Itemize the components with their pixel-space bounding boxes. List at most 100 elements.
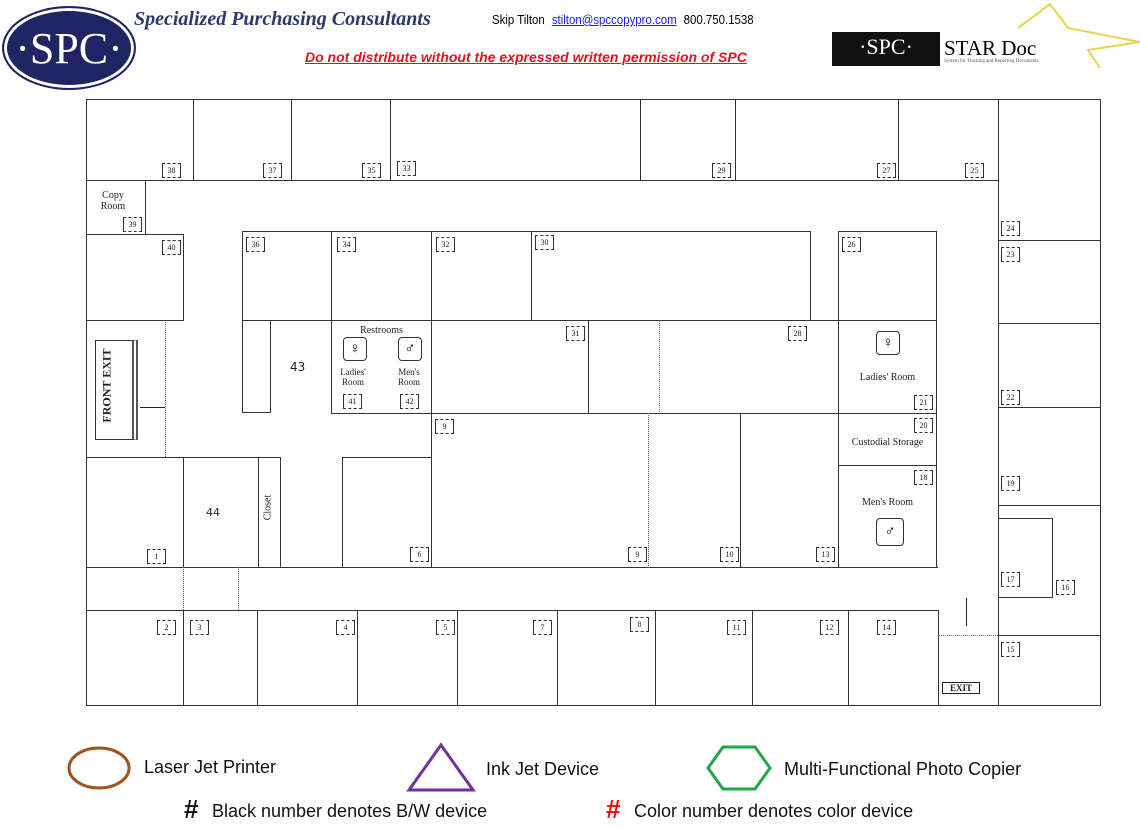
room-number: 26 xyxy=(842,237,861,252)
room-number: 25 xyxy=(965,163,984,178)
distribution-warning: Do not distribute without the expressed … xyxy=(305,49,747,65)
star-doc-title: STAR Doc xyxy=(944,36,1037,60)
room-number: 8 xyxy=(630,617,649,632)
room-number: 7 xyxy=(533,620,552,635)
custodial-storage-label: Custodial Storage xyxy=(851,437,924,448)
legend-color-note: Color number denotes color device xyxy=(634,801,914,821)
storage-narrow xyxy=(242,320,271,413)
logo-text: ·SPC· xyxy=(15,23,123,73)
room-number: 28 xyxy=(788,326,807,341)
ladies-room-label: Ladies' Room xyxy=(859,372,916,383)
mens-room xyxy=(838,465,937,568)
room-27 xyxy=(735,99,899,181)
room-number: 2 xyxy=(157,620,176,635)
company-name: Specialized Purchasing Consultants xyxy=(134,8,431,30)
inkjet-triangle-icon xyxy=(406,742,476,792)
legend-bw-note: Black number denotes B/W device xyxy=(212,801,488,821)
room-14 xyxy=(848,610,939,706)
legend-inkjet: Ink Jet Device xyxy=(486,759,600,779)
room-number: 40 xyxy=(162,240,181,255)
email-link[interactable]: stilton@spccopypro.com xyxy=(551,12,677,27)
room-30 xyxy=(531,231,811,321)
closet-label: Closet xyxy=(262,494,274,521)
room-number: 34 xyxy=(337,237,356,252)
floor-plan: 38 37 35 33 29 27 25 24 23 22 19 17 16 1… xyxy=(86,99,1101,706)
legend: Laser Jet Printer Ink Jet Device Multi-F… xyxy=(0,740,1140,828)
divider xyxy=(938,635,998,636)
room-number: 17 xyxy=(1001,572,1020,587)
divider xyxy=(183,567,184,610)
phone: 800.750.1538 xyxy=(683,12,754,27)
room-13 xyxy=(740,413,839,568)
bw-symbol: # xyxy=(184,794,199,824)
room-number: 42 xyxy=(400,394,419,409)
room-number: 33 xyxy=(397,161,416,176)
divider xyxy=(165,322,166,457)
star-outline-icon xyxy=(1017,2,1140,68)
star-logo-mark: ·SPC· xyxy=(832,32,940,66)
room-number: 29 xyxy=(712,163,731,178)
room-number: 18 xyxy=(914,470,933,485)
divider xyxy=(648,413,649,568)
room-number: 9 xyxy=(435,419,454,434)
corridor xyxy=(86,567,938,611)
room-number: 37 xyxy=(263,163,282,178)
woman-icon: ♀ xyxy=(343,337,367,361)
room-number: 27 xyxy=(877,163,896,178)
room-number: 23 xyxy=(1001,247,1020,262)
copy-room-label: Copy Room xyxy=(100,190,126,212)
room-17 xyxy=(998,518,1053,598)
man-icon: ♂ xyxy=(876,518,904,546)
room-number: 35 xyxy=(362,163,381,178)
room-24 xyxy=(998,99,1101,241)
laser-printer-ellipse-icon xyxy=(67,746,131,790)
room-number: 32 xyxy=(436,237,455,252)
room-number: 12 xyxy=(820,620,839,635)
room-number: 16 xyxy=(1056,580,1075,595)
room-number: 10 xyxy=(720,547,739,562)
room-number: 21 xyxy=(914,395,933,410)
room-19 xyxy=(998,407,1101,506)
room-number: 13 xyxy=(816,547,835,562)
room-33 xyxy=(390,99,641,181)
legend-mfp: Multi-Functional Photo Copier xyxy=(784,759,1022,779)
room-9 xyxy=(431,413,741,568)
room-number: 14 xyxy=(877,620,896,635)
mens-room-label: Men's Room xyxy=(397,367,420,387)
room-number: 36 xyxy=(246,237,265,252)
room-number: 24 xyxy=(1001,221,1020,236)
room-number: 3 xyxy=(190,620,209,635)
room-number: 9 xyxy=(628,547,647,562)
room-number: 11 xyxy=(727,620,746,635)
room-number: 15 xyxy=(1001,642,1020,657)
mens-room-label: Men's Room xyxy=(862,497,913,508)
restrooms-label: Restrooms xyxy=(360,325,403,336)
exit-arrow xyxy=(140,407,165,408)
room-15 xyxy=(998,635,1101,706)
spc-logo: ·SPC· xyxy=(2,6,136,90)
divider xyxy=(659,320,660,414)
front-exit-label: FRONT EXIT xyxy=(99,348,114,423)
legend-laser: Laser Jet Printer xyxy=(144,757,277,777)
room-1 xyxy=(86,457,184,568)
front-exit xyxy=(95,340,138,440)
room-number: 31 xyxy=(566,326,585,341)
room-number: 6 xyxy=(410,547,429,562)
woman-icon: ♀ xyxy=(876,331,900,355)
room-number: 19 xyxy=(1001,476,1020,491)
mfp-hexagon-icon xyxy=(706,745,772,791)
room-number: 1 xyxy=(147,549,166,564)
color-symbol: # xyxy=(606,794,621,824)
room-44 xyxy=(183,457,259,568)
room-number: 4 xyxy=(336,620,355,635)
divider xyxy=(238,567,239,610)
contact-name: Skip Tilton xyxy=(492,12,545,27)
room-number: 20 xyxy=(914,418,933,433)
room-number: 30 xyxy=(535,235,554,250)
room-40 xyxy=(86,234,184,321)
man-icon: ♂ xyxy=(398,337,422,361)
handwritten-44: 44 xyxy=(206,506,220,519)
room-number: 41 xyxy=(343,394,362,409)
star-doc-logo: ·SPC· STAR Doc System for Tracking and R… xyxy=(828,2,1140,68)
exit-label: EXIT xyxy=(942,682,980,694)
